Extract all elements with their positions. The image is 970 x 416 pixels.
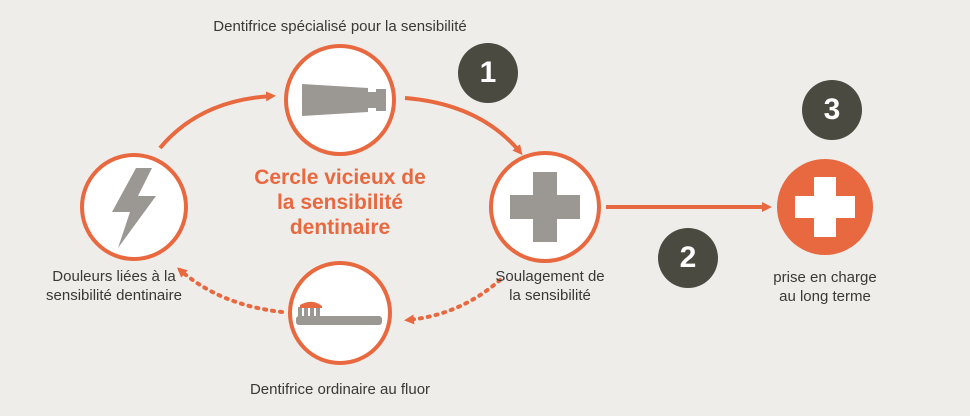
arrow-left-to-top bbox=[158, 91, 276, 150]
white-cross-icon bbox=[795, 177, 855, 237]
label-right-line2: la sensibilité bbox=[509, 287, 591, 304]
cycle-title: Cercle vicieux de la sensibilité dentina… bbox=[220, 165, 460, 240]
node-toothpaste-specialized bbox=[284, 44, 396, 156]
cycle-title-line3: dentinaire bbox=[289, 216, 391, 239]
badge-3: 3 bbox=[802, 80, 862, 140]
plus-cross-icon bbox=[510, 172, 580, 242]
node-relief bbox=[489, 151, 601, 263]
badge-2: 2 bbox=[658, 228, 718, 288]
arrow-top-to-right bbox=[404, 96, 523, 156]
label-left-line2: sensibilité dentinaire bbox=[46, 287, 182, 304]
cycle-title-line1: Cercle vicieux de bbox=[254, 166, 426, 189]
label-far-right: prise en charge au long terme bbox=[750, 268, 900, 306]
node-ordinary-toothpaste bbox=[288, 261, 392, 365]
toothpaste-tube-icon bbox=[302, 84, 386, 116]
label-far-right-line1: prise en charge bbox=[773, 269, 877, 286]
node-long-term-care bbox=[777, 159, 873, 255]
node-pain bbox=[80, 153, 188, 261]
label-right-line1: Soulagement de bbox=[495, 268, 605, 285]
label-right: Soulagement de la sensibilité bbox=[470, 267, 630, 305]
label-left: Douleurs liées à la sensibilité dentinai… bbox=[14, 267, 214, 305]
label-top: Dentifrice spécialisé pour la sensibilit… bbox=[213, 18, 467, 35]
badge-1: 1 bbox=[458, 43, 518, 103]
lightning-bolt-icon bbox=[112, 168, 156, 248]
arrow-bottom-to-left bbox=[176, 267, 284, 314]
cycle-title-line2: la sensibilité bbox=[276, 191, 404, 214]
toothbrush-icon bbox=[296, 301, 382, 325]
arrow-right-to-bottom bbox=[404, 278, 502, 325]
label-far-right-line2: au long terme bbox=[779, 288, 871, 305]
label-bottom: Dentifrice ordinaire au fluor bbox=[249, 381, 431, 398]
label-left-line1: Douleurs liées à la bbox=[52, 268, 176, 285]
